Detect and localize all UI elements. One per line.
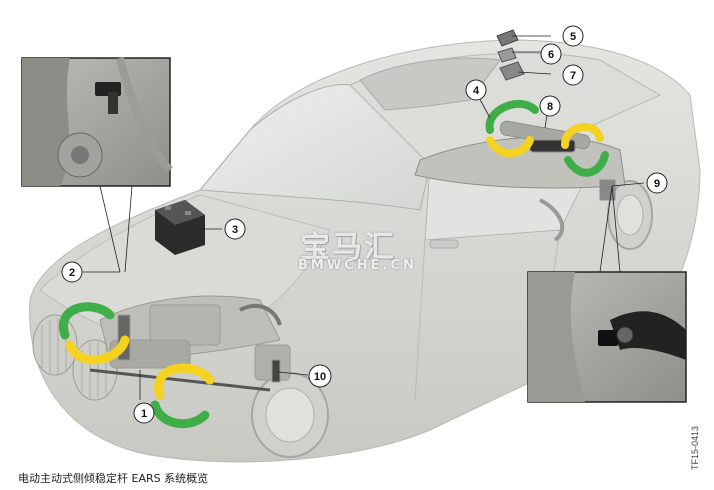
callout-7: 7 <box>562 64 584 86</box>
svg-text:6: 6 <box>548 49 554 61</box>
door-handle <box>429 239 459 249</box>
callout-6: 6 <box>540 43 562 65</box>
inset-front-sensor <box>21 57 173 187</box>
control-units <box>496 29 525 81</box>
callout-10: 10 <box>308 364 332 388</box>
watermark-en: BMWCHE.CN <box>298 258 417 273</box>
battery <box>155 200 205 255</box>
svg-text:10: 10 <box>314 371 326 383</box>
document-id: TF15-0413 <box>690 425 700 470</box>
front-rotation-arrows <box>58 302 215 429</box>
sunroof <box>359 57 501 111</box>
svg-text:3: 3 <box>232 224 238 236</box>
callout-4: 4 <box>465 79 487 101</box>
svg-text:8: 8 <box>547 101 553 113</box>
callout-5: 5 <box>562 25 584 47</box>
svg-text:5: 5 <box>570 31 576 43</box>
svg-text:7: 7 <box>570 70 576 82</box>
watermark-cn: 宝马汇 <box>300 230 396 265</box>
callout-2: 2 <box>61 261 83 283</box>
figure-caption: 电动主动式侧倾稳定杆 EARS 系统概览 <box>18 472 209 485</box>
inset-rear-sensor <box>527 271 687 403</box>
svg-text:9: 9 <box>654 178 660 190</box>
callout-1: 1 <box>133 402 155 424</box>
callout-8: 8 <box>539 95 561 117</box>
rear-rotation-arrows <box>485 100 609 177</box>
windshield <box>199 84 431 211</box>
svg-text:4: 4 <box>473 85 480 97</box>
callout-3: 3 <box>224 218 246 240</box>
leader-lines <box>83 35 645 400</box>
front-chassis <box>89 295 291 392</box>
svg-text:1: 1 <box>141 408 147 420</box>
svg-text:2: 2 <box>69 267 75 279</box>
callout-9: 9 <box>646 172 668 194</box>
rear-wheel <box>607 180 653 250</box>
front-wheel <box>251 372 329 458</box>
